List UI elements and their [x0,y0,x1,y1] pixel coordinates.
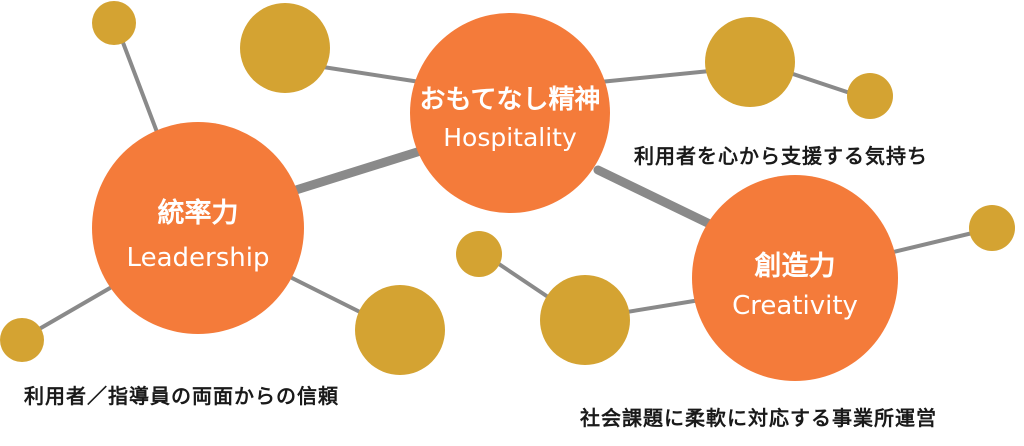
connector-leadership-topleft [120,38,162,142]
leadership-subtitle: Leadership [127,243,270,273]
creativity-title: 創造力 [755,251,836,282]
main-node-creativity: 創造力 Creativity [692,175,898,381]
connector-hospitality-right [598,68,722,84]
leadership-caption: 利用者／指導員の両面からの信頼 [24,384,339,408]
main-node-leadership: 統率力 Leadership [92,122,304,334]
hospitality-caption: 利用者を心から支援する気持ち [634,144,928,168]
satellite-nodes [0,1,1015,375]
hospitality-subtitle: Hospitality [443,123,577,152]
connector-hospitality-topleft [308,63,422,84]
creativity-subtitle: Creativity [732,291,858,321]
connector-leadership-hospitality [275,143,435,200]
creativity-circle [692,175,898,381]
satellite-node [705,17,795,107]
satellite-node [0,318,44,362]
connector-hospitality-creativity [593,165,723,233]
satellite-node [92,1,136,45]
creativity-caption: 社会課題に柔軟に対応する事業所運営 [580,406,937,430]
connector-leadership-bottomleft [32,286,112,334]
hospitality-circle [410,13,610,213]
leadership-title: 統率力 [158,197,239,229]
satellite-node [969,205,1015,251]
satellite-node [355,285,445,375]
satellite-node [456,231,502,277]
main-node-hospitality: おもてなし精神 Hospitality [410,13,610,213]
satellite-node [540,275,630,365]
satellite-node [847,73,893,119]
leadership-circle [92,122,304,334]
hospitality-title: おもてなし精神 [420,85,601,115]
satellite-node [240,3,330,93]
